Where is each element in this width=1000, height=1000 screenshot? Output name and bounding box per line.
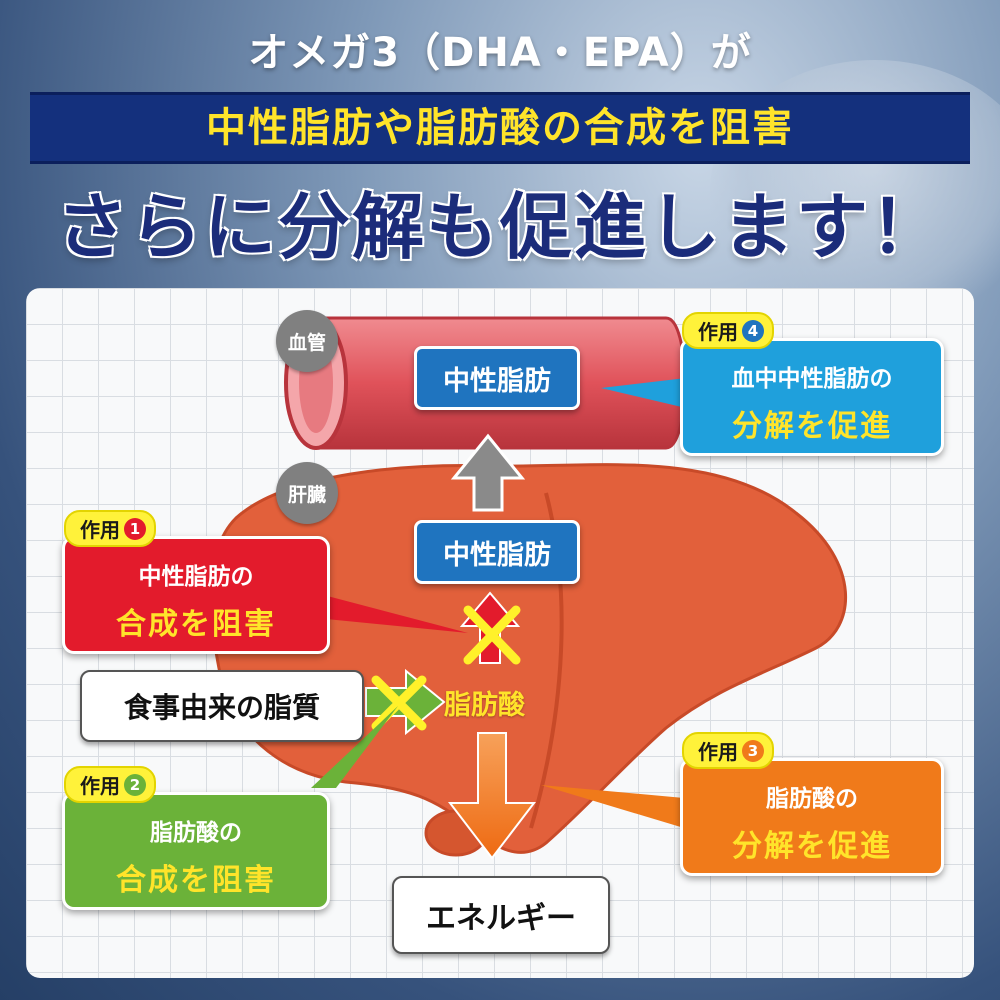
- effect-4-line1: 血中中性脂肪の: [731, 366, 893, 392]
- effect-1-callout: 中性脂肪の 合成を阻害: [62, 536, 330, 654]
- liver-label: 肝臓: [276, 462, 338, 524]
- callout-pointer-1: [316, 593, 468, 633]
- effect-1-tag-label: 作用: [80, 518, 120, 542]
- effect-2-line1: 脂肪酸の: [150, 820, 242, 846]
- effect-4-number: 4: [742, 319, 764, 342]
- effect-3-tag-label: 作用: [698, 740, 738, 764]
- block-mark-1: [463, 605, 521, 665]
- liver-shape: [209, 463, 847, 854]
- triglyceride-blood-box: 中性脂肪: [414, 346, 580, 410]
- effect-4-line2: 分解を促進: [732, 409, 892, 444]
- effect-1-tag: 作用 1: [64, 510, 156, 547]
- effect-2-callout: 脂肪酸の 合成を阻害: [62, 792, 330, 910]
- headline-line2: 中性脂肪や脂肪酸の合成を阻害: [206, 105, 794, 151]
- effect-3-line1: 脂肪酸の: [766, 786, 858, 812]
- effect-2-number: 2: [124, 773, 146, 796]
- effect-4-callout: 血中中性脂肪の 分解を促進: [680, 338, 944, 456]
- diagram-panel: 血管 肝臓 中性脂肪 中性脂肪 脂肪酸 食事由来の脂質 エネルギー 中性脂肪の …: [26, 288, 974, 978]
- callout-pointer-4: [601, 378, 686, 408]
- headline-line1: オメガ3（DHA・EPA）が: [248, 30, 752, 76]
- effect-2-tag: 作用 2: [64, 766, 156, 803]
- orange-down-arrow: [447, 732, 537, 860]
- effect-2-tag-label: 作用: [80, 774, 120, 798]
- effect-3-number: 3: [742, 739, 764, 762]
- blood-vessel-label: 血管: [276, 310, 338, 372]
- triglyceride-liver-box: 中性脂肪: [414, 520, 580, 584]
- callout-pointer-2: [311, 706, 398, 788]
- dietary-fat-box: 食事由来の脂質: [80, 670, 364, 742]
- effect-4-tag: 作用 4: [682, 312, 774, 349]
- gray-up-arrow: [450, 433, 526, 512]
- fatty-acid-label: 脂肪酸: [444, 690, 525, 721]
- callout-pointer-3: [541, 785, 684, 828]
- headline-banner: 中性脂肪や脂肪酸の合成を阻害: [30, 92, 970, 164]
- effect-2-line2: 合成を阻害: [116, 863, 276, 898]
- effect-4-tag-label: 作用: [698, 320, 738, 344]
- effect-1-number: 1: [124, 517, 146, 540]
- energy-box: エネルギー: [392, 876, 610, 954]
- effect-1-line1: 中性脂肪の: [138, 564, 254, 590]
- effect-3-line2: 分解を促進: [732, 829, 892, 864]
- block-mark-2: [371, 675, 427, 731]
- headline-line3: さらに分解も促進します！: [55, 184, 944, 269]
- effect-3-callout: 脂肪酸の 分解を促進: [680, 758, 944, 876]
- effect-3-tag: 作用 3: [682, 732, 774, 769]
- effect-1-line2: 合成を阻害: [116, 607, 276, 642]
